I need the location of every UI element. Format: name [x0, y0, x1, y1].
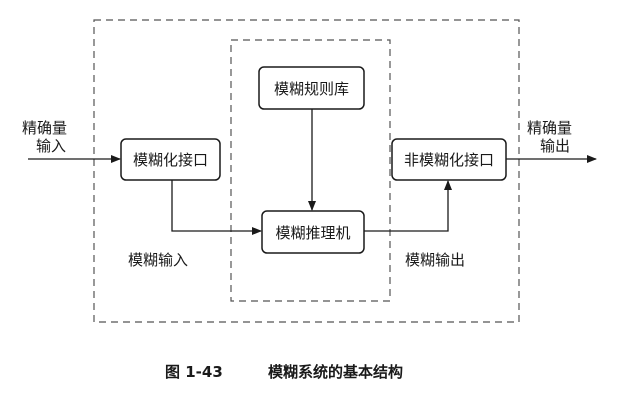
output-label-line2: 输出	[540, 137, 570, 155]
inference-engine-label: 模糊推理机	[275, 224, 350, 242]
defuzzification-label: 非模糊化接口	[404, 151, 494, 169]
fuzzification-label: 模糊化接口	[133, 151, 208, 169]
inference-engine-box	[261, 210, 365, 254]
input-label-line2: 输入	[36, 137, 66, 155]
figure-title: 模糊系统的基本结构	[268, 363, 403, 381]
fuzzification-box	[120, 138, 221, 181]
figure-number: 图 1-43	[165, 363, 223, 381]
inference-boundary	[230, 39, 391, 302]
fuzzy-input-label: 模糊输入	[128, 251, 188, 269]
output-label-line1: 精确量	[527, 119, 572, 137]
system-boundary	[93, 19, 520, 323]
input-label-line1: 精确量	[22, 119, 67, 137]
fuzzy-output-arrow	[364, 180, 452, 232]
fuzzy-input-arrow	[171, 180, 262, 235]
fuzzy-output-label: 模糊输出	[405, 251, 465, 269]
rule-base-label: 模糊规则库	[274, 80, 349, 98]
